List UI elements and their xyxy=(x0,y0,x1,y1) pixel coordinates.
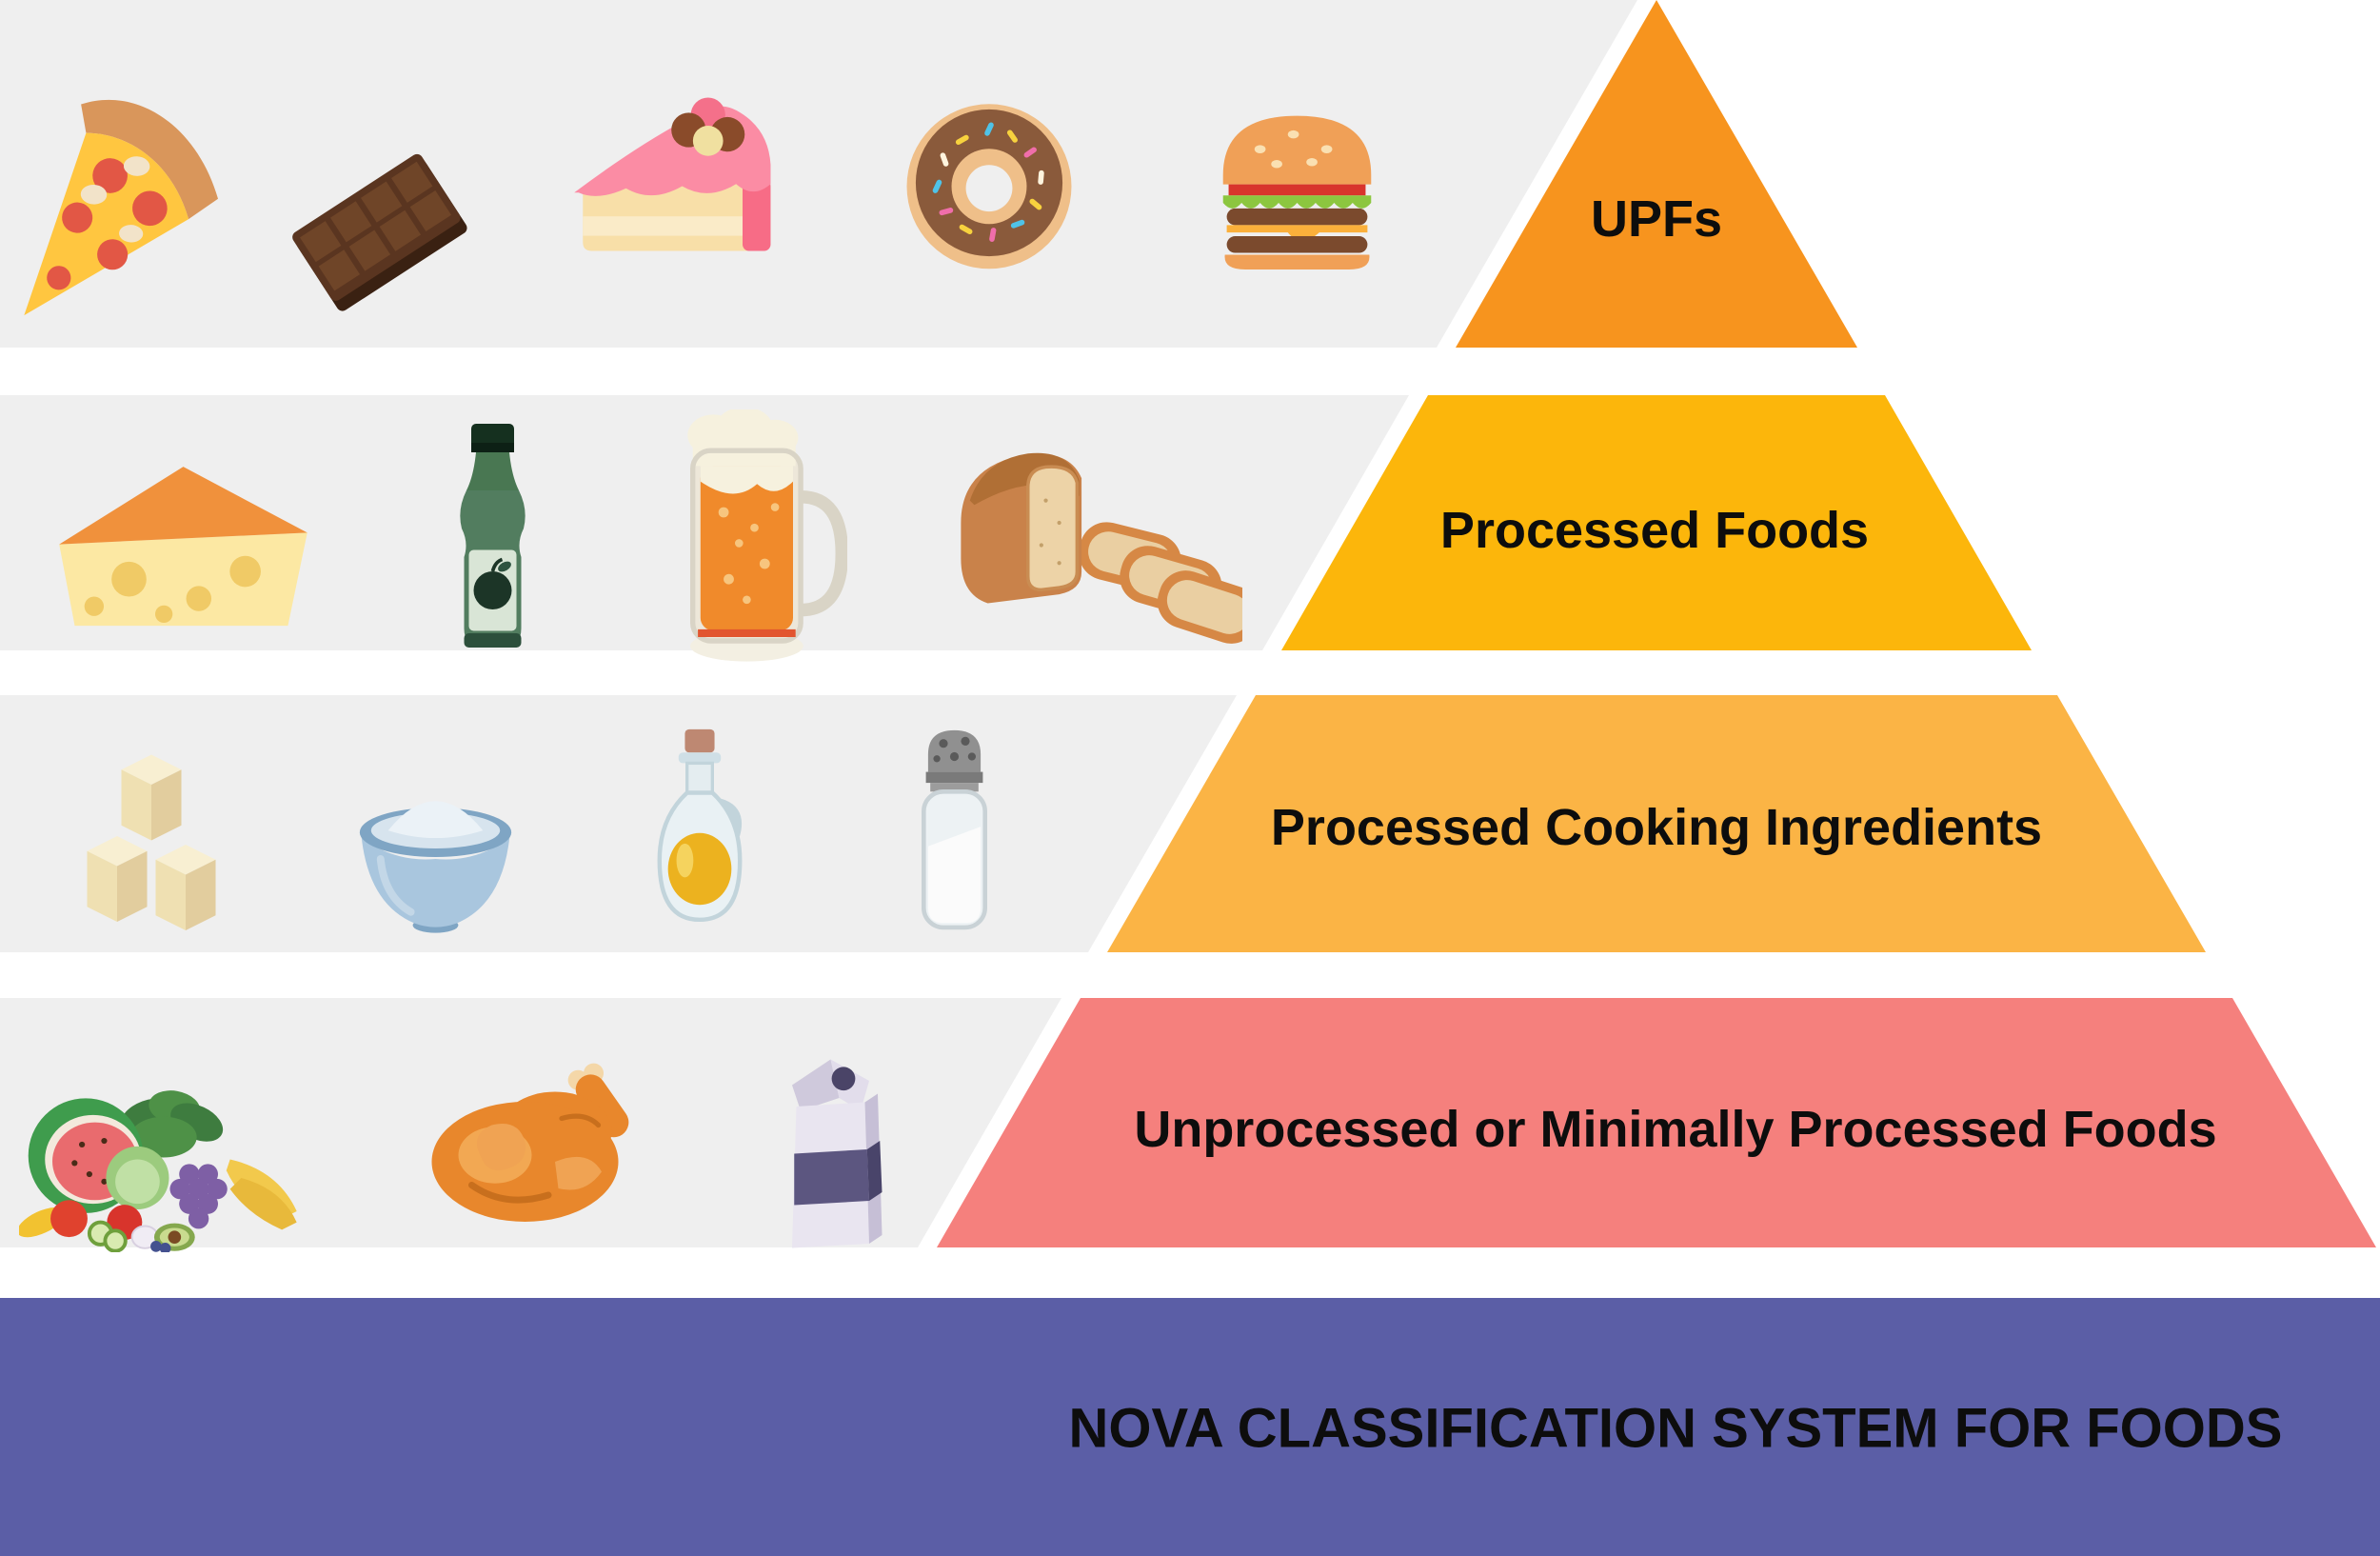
pizza-icon xyxy=(10,93,228,333)
tier-label-upfs: UPFs xyxy=(1590,190,1723,248)
salt-shaker-icon xyxy=(900,724,1009,943)
sugar-cubes-icon xyxy=(57,733,228,948)
burger-icon xyxy=(1204,105,1390,271)
cake-slice-icon xyxy=(569,93,786,255)
banner-bar xyxy=(0,1298,2380,1556)
flour-bowl-icon xyxy=(324,752,547,943)
bread-icon xyxy=(952,433,1242,657)
oil-bottle-icon xyxy=(643,724,757,938)
tier-2-shape xyxy=(1281,395,2032,650)
banner-title: NOVA CLASSIFICATION SYSTEM FOR FOODS xyxy=(1068,1397,2283,1460)
donut-icon xyxy=(888,93,1090,272)
row-band-1 xyxy=(0,0,1637,348)
tier-1-shape xyxy=(1456,0,1857,348)
milk-carton-icon xyxy=(766,1033,895,1257)
tier-label-processed-foods: Processed Foods xyxy=(1439,502,1870,559)
tier-label-unprocessed: Unprocessed or Minimally Processed Foods xyxy=(1134,1101,2217,1158)
tier-label-processed-cooking-ingredients: Processed Cooking Ingredients xyxy=(1270,799,2043,856)
tier-4-shape xyxy=(937,998,2376,1247)
fruits-vegetables-icon xyxy=(19,1067,352,1252)
tier-3-shape xyxy=(1107,695,2206,952)
cheese-icon xyxy=(48,443,319,638)
chocolate-bar-icon xyxy=(271,133,490,335)
beer-mug-icon xyxy=(662,409,847,667)
juice-bottle-icon xyxy=(443,419,543,657)
roast-chicken-icon xyxy=(390,1062,666,1228)
